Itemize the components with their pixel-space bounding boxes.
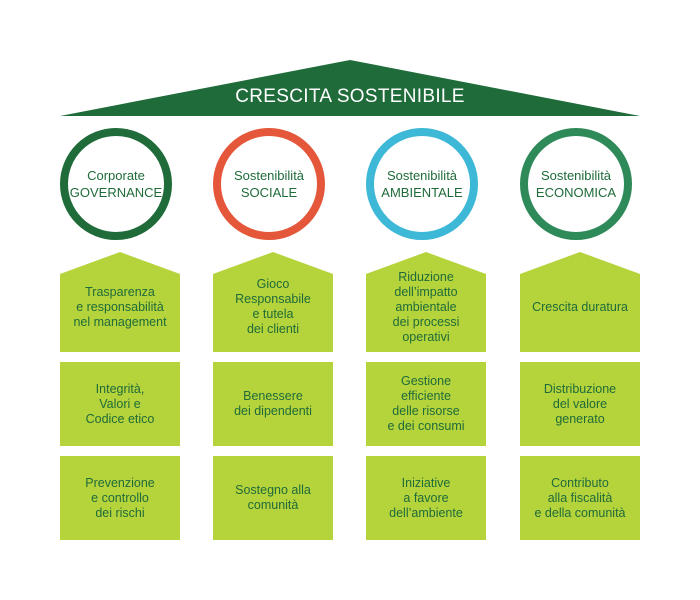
pillar-cell-line: Gestione	[400, 374, 452, 388]
pillar-middle-block	[366, 362, 486, 446]
roof-title: CRESCITA SOSTENIBILE	[235, 86, 465, 107]
pillar-cell-line: Crescita duratura	[532, 299, 628, 314]
pillar-cell-line: operativi	[402, 329, 450, 344]
pillar-cell-line: Distribuzione	[543, 381, 617, 396]
pillar-cell-line: dei dipendenti	[234, 404, 312, 418]
pillar-cell-line: comunità	[247, 498, 299, 512]
pillar-cell-line: Iniziative	[401, 475, 451, 490]
pillar-cell-line: a favore	[403, 490, 449, 505]
pillar-cell-line: Prevenzione	[85, 475, 155, 490]
pillar-cell: Crescita duratura	[520, 262, 640, 352]
pillar-cell-line: Contributo	[551, 475, 609, 490]
pillar-middle-block	[520, 362, 640, 446]
pillar-cell-line: dei clienti	[246, 322, 300, 336]
roof-shape	[60, 60, 640, 116]
pillar-bottom-block	[60, 456, 180, 540]
pillar-cell-line: Benessere	[243, 389, 303, 403]
pillar-circle-label: Sostenibilità	[233, 168, 305, 183]
pillar-cell-line: Sostegno alla	[235, 483, 311, 497]
pillar-circle-label: Corporate	[87, 168, 145, 183]
pillar-cell-line: ambientale	[395, 299, 457, 314]
pillar-cell-line: dei processi	[392, 314, 460, 329]
pillar-middle-block	[60, 362, 180, 446]
pillar-cell-line: Trasparenza	[85, 284, 155, 299]
roof	[60, 60, 640, 116]
pillar-cell-line: generato	[555, 411, 605, 426]
pillar-circle-label: SOCIALE	[240, 185, 298, 200]
pillar-top-block	[520, 252, 640, 352]
pillar-top-block-shape	[520, 252, 640, 352]
pillar-cell-line: e della comunità	[534, 505, 626, 520]
pillar-cell-line: Riduzione	[398, 269, 454, 284]
pillar-top-block	[366, 252, 486, 352]
pillar-cell-line: e controllo	[91, 490, 149, 505]
pillar-cell-line: Integrità,	[95, 381, 145, 396]
pillar-circle-label: GOVERNANCE	[69, 185, 163, 200]
pillar-top-block-shape	[213, 252, 333, 352]
pillar-bottom-block	[213, 456, 333, 540]
pillar-top-block-shape	[366, 252, 486, 352]
pillar-circle-label: AMBIENTALE	[381, 185, 463, 200]
pillar-bottom-block	[366, 456, 486, 540]
pillar-cell-line: delle risorse	[392, 404, 460, 418]
pillar-circle-label: Sostenibilità	[386, 168, 458, 183]
pillar-cell-line: del valore	[552, 396, 608, 411]
pillar-cell-line: e dei consumi	[387, 419, 465, 433]
pillar-middle-block	[213, 362, 333, 446]
pillar-cell-line: nel management	[73, 314, 167, 329]
pillar-cell-line: Codice etico	[85, 411, 155, 426]
pillar-top-block	[60, 252, 180, 352]
pillar-cell-line: Valori e	[99, 396, 141, 411]
pillar-top-block	[213, 252, 333, 352]
pillar-cell-line: dell’ambiente	[389, 505, 463, 520]
pillar-cell-line: dei rischi	[95, 505, 145, 520]
pillar-bottom-block	[520, 456, 640, 540]
pillar-cell-line: e tutela	[252, 307, 294, 321]
pillar-cell-line: Responsabile	[235, 292, 311, 306]
pillar-top-block-shape	[60, 252, 180, 352]
pillar-circle-label: Sostenibilità	[540, 168, 612, 183]
pillar-cell-line: efficiente	[401, 389, 451, 403]
pillar-cell-line: dell’impatto	[394, 284, 458, 299]
pillar-cell-line: Gioco	[256, 277, 290, 291]
pillar-cell-line: e responsabilità	[76, 299, 164, 314]
pillar-circle-label: ECONOMICA	[535, 185, 617, 200]
pillar-cell-line: alla fiscalità	[547, 490, 613, 505]
